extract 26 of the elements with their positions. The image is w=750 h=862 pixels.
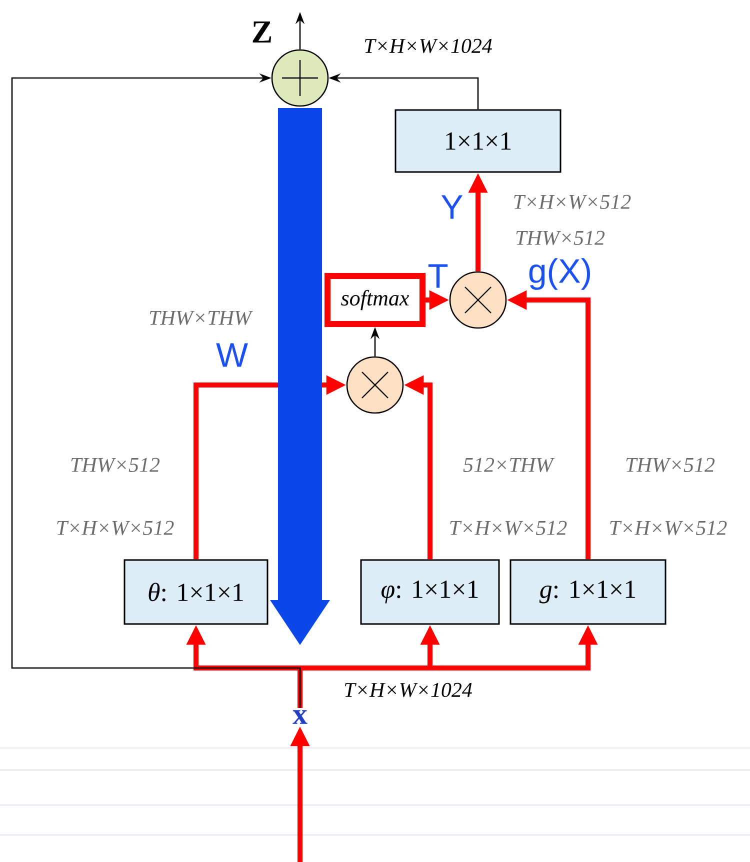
sum-circle: [271, 49, 329, 107]
annotation-label: Y: [441, 195, 463, 219]
dimension-label: T×H×W×1024: [344, 682, 472, 698]
layer-box: 1×1×1: [394, 109, 562, 173]
dimension-label: THW×THW: [150, 310, 253, 326]
output-label: Z: [252, 22, 272, 42]
dimension-label: 512×THW: [463, 458, 555, 472]
layer-box: φ: 1×1×1: [360, 559, 500, 625]
input-label: x: [292, 710, 308, 724]
annotation-label: g(X): [529, 258, 590, 290]
dimension-label: THW×512: [626, 458, 715, 472]
dimension-label: T×H×W×512: [610, 520, 727, 536]
annotation-label: W: [216, 343, 248, 367]
dimension-label: T×H×W×512: [514, 194, 631, 210]
dimension-label: T×H×W×1024: [364, 38, 492, 54]
layer-box: g: 1×1×1: [510, 559, 666, 625]
arrow: [11, 73, 301, 708]
dimension-label: THW×512: [516, 230, 605, 246]
dimension-label: T×H×W×512: [450, 520, 567, 536]
layer-box: θ: 1×1×1: [124, 559, 268, 625]
dimension-label: T×H×W×512: [57, 520, 174, 536]
softmax-box: softmax: [324, 273, 426, 327]
annotation-label: T: [428, 264, 448, 288]
dimension-label: THW×512: [71, 458, 160, 472]
product-circle: [449, 271, 507, 329]
product-circle: [346, 356, 404, 414]
